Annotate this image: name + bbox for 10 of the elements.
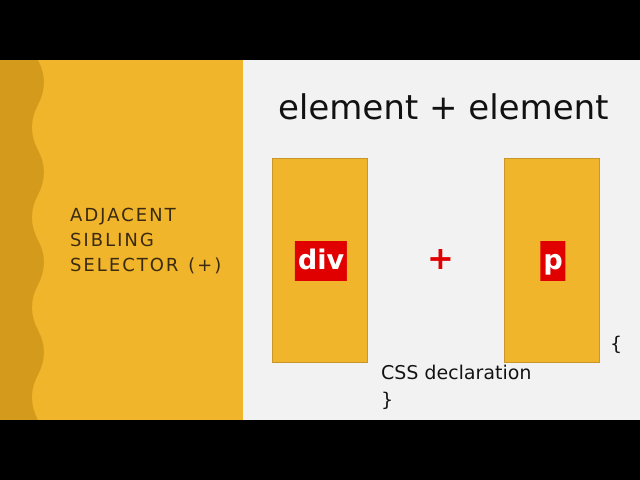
selector-syntax: element + element [278,88,609,128]
element-box [504,158,600,363]
slide-title: ADJACENT SIBLING SELECTOR (+) [70,204,224,278]
element-box [272,158,368,363]
brace: } [381,389,394,411]
plus-sign: + [427,239,454,277]
declaration-text: CSS declaration [381,362,532,384]
element-tag: p [540,241,566,281]
brace: { [610,333,622,355]
element-tag: div [294,241,348,281]
